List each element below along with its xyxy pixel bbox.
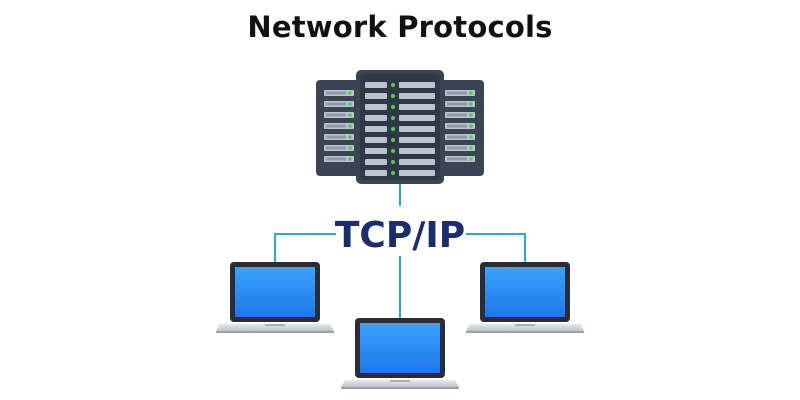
laptop-icon: [466, 262, 584, 333]
protocol-label: TCP/IP: [335, 215, 465, 256]
diagram-title: Network Protocols: [247, 10, 553, 44]
connector-lines: [274, 183, 526, 318]
laptop-icon: [216, 262, 334, 333]
laptop-icon: [341, 318, 459, 389]
protocol-to-left-laptop-line: [274, 233, 336, 262]
protocol-to-right-laptop-line: [466, 233, 526, 262]
server-rack-icon: [316, 70, 484, 184]
